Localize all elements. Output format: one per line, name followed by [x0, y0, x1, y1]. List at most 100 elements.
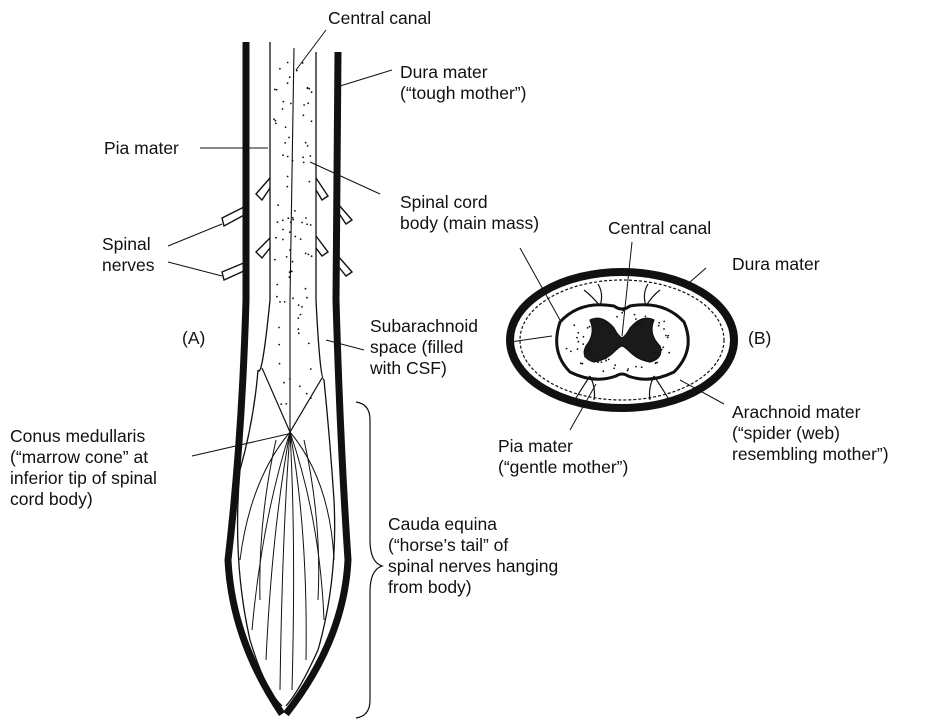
- stipple-dot: [287, 156, 289, 158]
- stipple-dot: [614, 364, 616, 366]
- stipple-dot: [297, 328, 299, 330]
- label-central-canal-b: Central canal: [608, 218, 711, 239]
- stipple-dot: [303, 162, 305, 164]
- stipple-dot: [276, 296, 278, 298]
- stipple-dot: [306, 297, 308, 299]
- stipple-dot: [308, 88, 310, 90]
- stipple-dot: [608, 359, 610, 361]
- central-canal-line: [290, 48, 294, 432]
- gray-matter: [584, 318, 661, 362]
- stipple-dot: [634, 314, 636, 316]
- stipple-dot: [305, 217, 307, 219]
- panel-label-b: (B): [748, 328, 771, 349]
- stipple-dot: [292, 297, 294, 299]
- stipple-dot: [589, 353, 591, 355]
- stipple-dot: [275, 123, 277, 125]
- stipple-dot: [280, 403, 282, 405]
- stipple-dot: [310, 368, 312, 370]
- label-conus-medullaris: Conus medullaris (“marrow cone” at infer…: [10, 426, 157, 510]
- stipple-dot: [589, 326, 591, 328]
- stipple-dot: [305, 288, 307, 290]
- stipple-dot: [297, 317, 299, 319]
- stipple-dot: [310, 397, 312, 399]
- stipple-dot: [300, 314, 302, 316]
- stipple-dot: [308, 254, 310, 256]
- stipple-dot: [641, 366, 643, 368]
- stipple-dot: [289, 249, 291, 251]
- stipple-dot: [276, 89, 278, 91]
- stipple-dot: [650, 329, 652, 331]
- label-pia-mater-b: Pia mater (“gentle mother”): [498, 436, 628, 478]
- stipple-dot: [301, 222, 303, 224]
- label-spinal-cord-body: Spinal cord body (main mass): [400, 192, 539, 234]
- stipple-dot: [635, 366, 637, 368]
- label-arachnoid-mater: Arachnoid mater (“spider (web) resemblin…: [732, 402, 889, 465]
- stipple-dot: [306, 223, 308, 225]
- longitudinal-view: [168, 30, 392, 718]
- stipple-dot: [277, 204, 279, 206]
- stipple-dot: [639, 323, 641, 325]
- stipple-dot: [573, 324, 575, 326]
- stipple-dot: [621, 312, 623, 314]
- stipple-dot: [311, 255, 313, 257]
- stipple-dot: [289, 231, 291, 233]
- stipple-dot: [581, 363, 583, 365]
- stipple-dot: [310, 224, 312, 226]
- stipple-dot: [277, 221, 279, 223]
- stipple-dot: [667, 335, 669, 337]
- stipple-dot: [287, 62, 289, 64]
- stipple-dot: [309, 181, 311, 183]
- stipple-dot: [307, 145, 309, 147]
- stipple-dot: [292, 160, 294, 162]
- stipple-dot: [583, 336, 585, 338]
- stipple-dot: [292, 261, 294, 263]
- panel-label-a: (A): [182, 328, 205, 349]
- stipple-dot: [658, 325, 660, 327]
- stipple-dot: [284, 142, 286, 144]
- stipple-dot: [582, 343, 584, 345]
- stipple-dot: [290, 221, 292, 223]
- stipple-dot: [309, 155, 311, 157]
- stipple-dot: [286, 256, 288, 258]
- stipple-dot: [651, 358, 653, 360]
- stipple-dot: [276, 284, 278, 286]
- stipple-dot: [286, 186, 288, 188]
- stipple-dot: [279, 363, 281, 365]
- stipple-dot: [292, 219, 294, 221]
- stipple-dot: [613, 367, 615, 369]
- stipple-dot: [287, 82, 289, 84]
- stipple-dot: [298, 332, 300, 334]
- stipple-dot: [635, 318, 637, 320]
- stipple-dot: [584, 356, 586, 358]
- stipple-dot: [288, 137, 290, 139]
- label-dura-mater-b: Dura mater: [732, 254, 820, 275]
- stipple-dot: [652, 352, 654, 354]
- stipple-dot: [279, 68, 281, 70]
- stipple-dot: [605, 358, 607, 360]
- stipple-dot: [665, 335, 667, 337]
- stipple-dot: [311, 91, 313, 93]
- stipple-dot: [577, 341, 579, 343]
- stipple-dot: [282, 154, 284, 156]
- stipple-dot: [303, 114, 305, 116]
- stipple-dot: [597, 361, 599, 363]
- stipple-dot: [308, 343, 310, 345]
- stipple-dot: [655, 362, 657, 364]
- stipple-dot: [601, 361, 603, 363]
- label-spinal-nerves: Spinal nerves: [102, 234, 155, 276]
- stipple-dot: [301, 306, 303, 308]
- stipple-dot: [289, 378, 291, 380]
- dura-mater-wall-left: [228, 42, 282, 714]
- stipple-dot: [662, 346, 664, 348]
- stipple-dot: [294, 236, 296, 238]
- stipple-dot: [290, 103, 292, 105]
- stipple-dot: [298, 304, 300, 306]
- conus-medullaris: [262, 368, 322, 432]
- stipple-dot: [274, 259, 276, 261]
- stipple-dot: [663, 321, 665, 323]
- stipple-dot: [273, 118, 275, 120]
- stipple-dot: [616, 316, 618, 318]
- stipple-dot: [302, 62, 304, 64]
- stipple-dot: [311, 120, 313, 122]
- stipple-dot: [303, 104, 305, 106]
